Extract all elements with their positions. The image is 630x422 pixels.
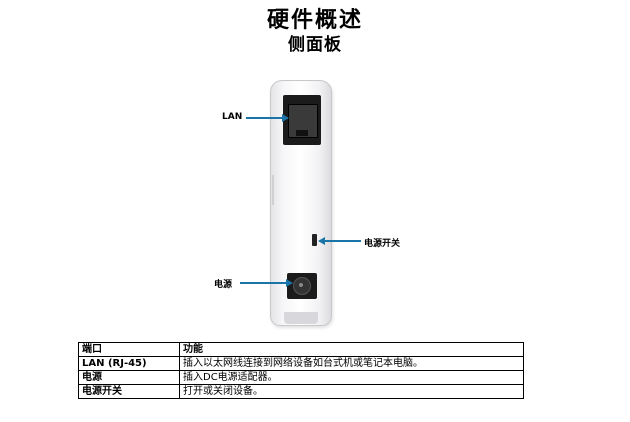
callout-lan-arrowhead [282,114,289,122]
table-cell-port: 电源开关 [78,384,180,399]
callout-power-arrowhead [286,279,293,287]
table-cell-function: 插入以太网线连接到网络设备如台式机或笔记本电脑。 [179,356,524,371]
callout-power-switch-arrowhead [318,237,325,245]
callout-power-label: 电源 [214,280,233,290]
table-cell-function: 打开或关闭设备。 [179,384,524,399]
table-cell-function: 插入DC电源适配器。 [179,370,524,385]
section-subtitle: 侧面板 [288,35,342,55]
callout-power-line [240,282,288,284]
callout-power-switch-label: 电源开关 [364,239,401,249]
power-port-pin [299,283,303,287]
port-function-table: 端口 功能 LAN (RJ-45) 插入以太网线连接到网络设备如台式机或笔记本电… [78,342,524,399]
lan-port-clip [296,130,308,136]
table-row: 电源 插入DC电源适配器。 [78,370,524,385]
power-switch [312,234,317,246]
table-row: LAN (RJ-45) 插入以太网线连接到网络设备如台式机或笔记本电脑。 [78,356,524,371]
table-header-port: 端口 [78,342,180,357]
callout-lan-line [246,117,284,119]
page-title: 硬件概述 [266,8,363,33]
table-header-function: 功能 [179,342,524,357]
table-row: 电源开关 打开或关闭设备。 [78,384,524,399]
device-seam [272,175,274,205]
table-cell-port: 电源 [78,370,180,385]
device-base [284,312,318,324]
table-header-row: 端口 功能 [78,342,524,357]
callout-lan-label: LAN [222,112,243,122]
callout-power-switch-line [323,240,361,242]
table-cell-port: LAN (RJ-45) [78,356,180,371]
